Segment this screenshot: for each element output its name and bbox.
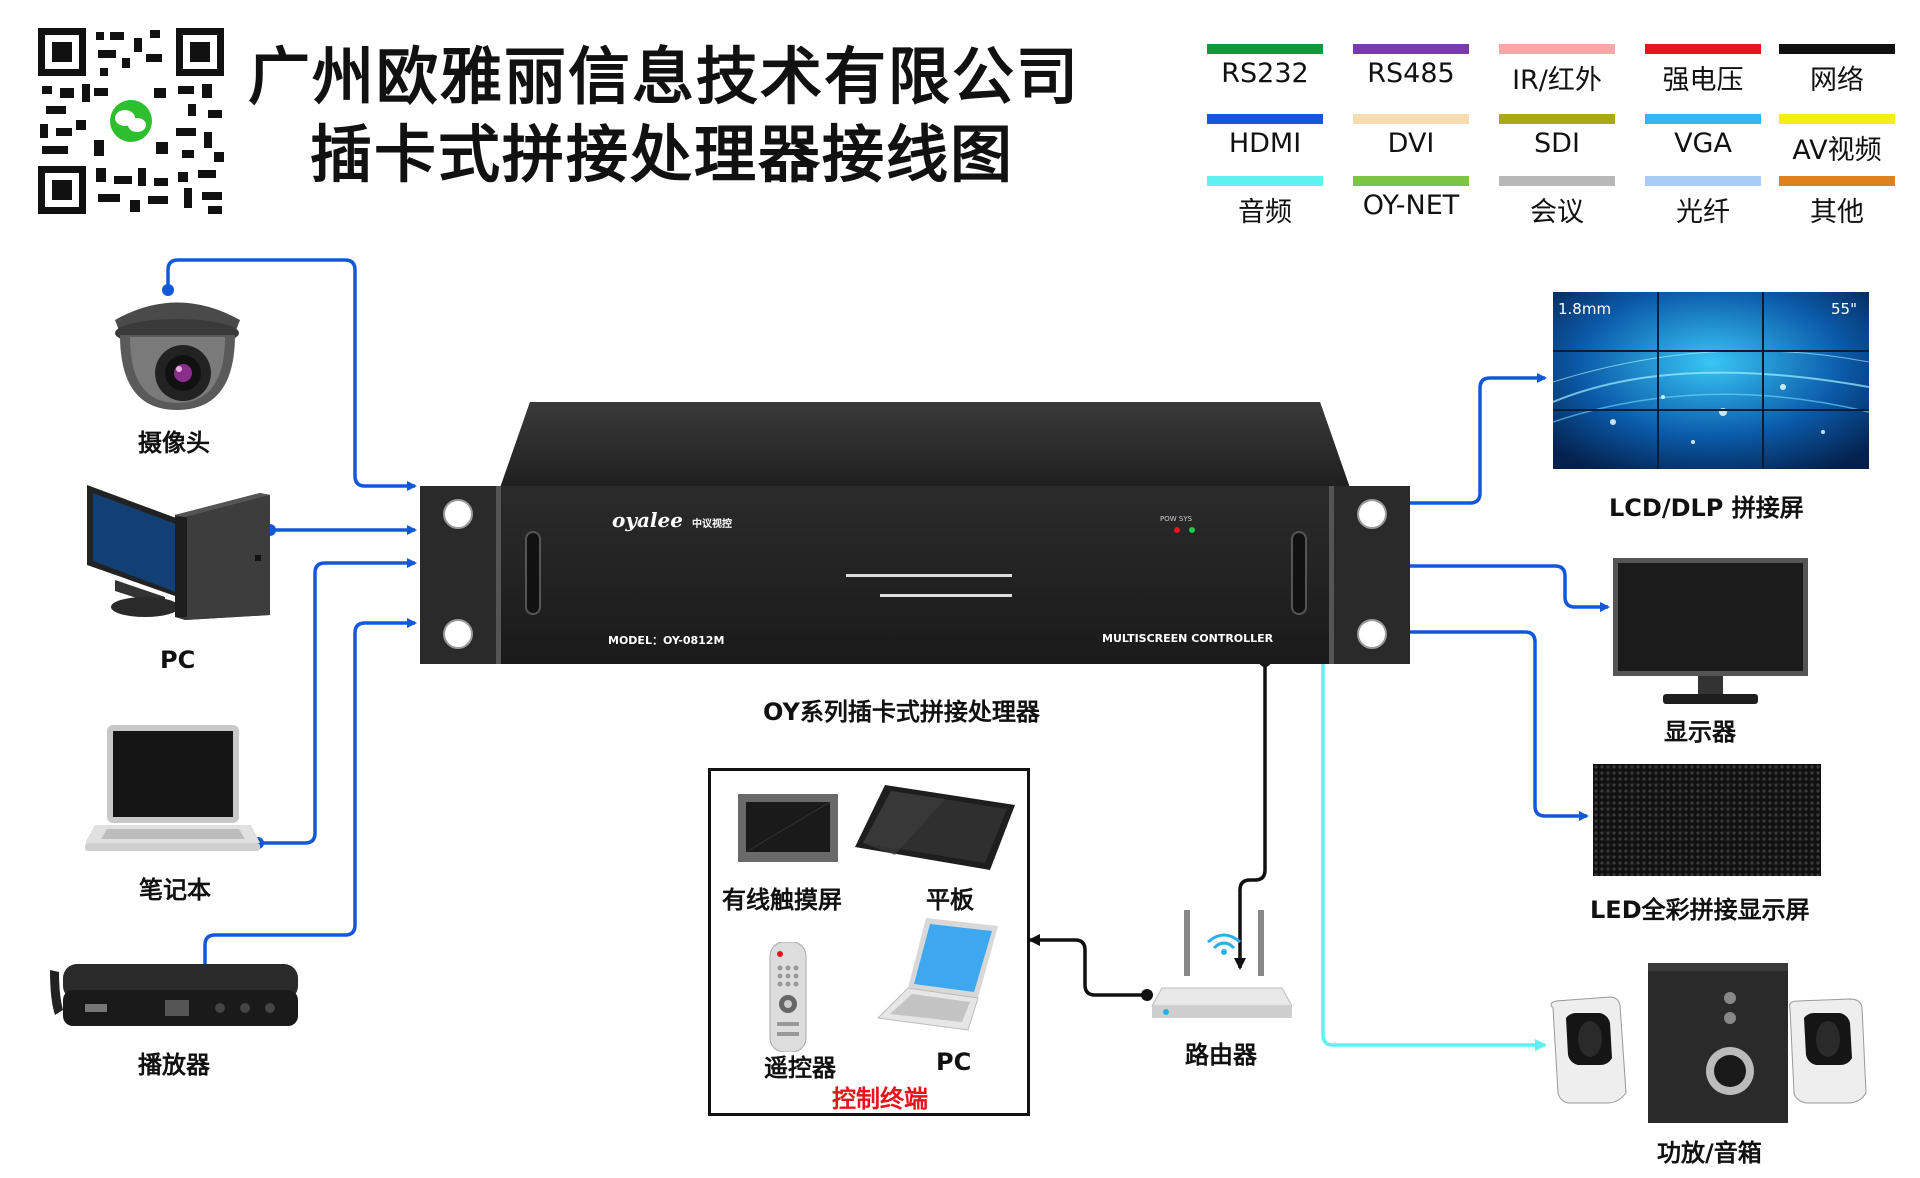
wire-router-control: [1028, 934, 1147, 997]
label-router: 路由器: [1185, 1041, 1257, 1069]
label-tablet: 平板: [926, 886, 974, 914]
processor-caption: OY系列插卡式拼接处理器: [763, 698, 1040, 726]
wire-camera: [166, 258, 417, 491]
legend: RS232 RS485 IR/红外 强电压 网络 HDMI DVI SDI VG…: [0, 0, 1920, 230]
wire-monitor: [1398, 564, 1610, 612]
tablet-icon: [855, 785, 1020, 870]
monitor-icon: [1613, 558, 1808, 708]
pc-icon: [85, 485, 275, 620]
legend-item: 光纤: [1644, 176, 1762, 229]
laptop-icon: [85, 725, 260, 860]
remote-control-icon: [768, 942, 808, 1052]
legend-item: 会议: [1498, 176, 1616, 229]
legend-item: VGA: [1644, 114, 1762, 159]
label-remote: 遥控器: [764, 1054, 836, 1082]
label-control-pc: PC: [936, 1048, 972, 1076]
processor-type: MULTISCREEN CONTROLLER: [1102, 632, 1274, 645]
led-display-icon: [1593, 764, 1821, 876]
wire-led: [1398, 630, 1589, 821]
processor-brand-cn: 中议视控: [692, 519, 732, 530]
label-videowall: LCD/DLP 拼接屏: [1609, 494, 1804, 522]
legend-item: AV视频: [1778, 114, 1896, 167]
label-speakers: 功放/音箱: [1657, 1139, 1762, 1167]
wire-network-router: [1234, 661, 1267, 970]
speakers-icon: [1548, 963, 1868, 1123]
touchscreen-icon: [738, 794, 838, 862]
legend-item: HDMI: [1206, 114, 1324, 159]
label-camera: 摄像头: [138, 429, 210, 457]
legend-item: DVI: [1352, 114, 1470, 159]
label-led: LED全彩拼接显示屏: [1590, 896, 1810, 924]
legend-item: 音频: [1206, 176, 1324, 229]
label-player: 播放器: [138, 1051, 210, 1079]
videowall-size-label: 55": [1831, 300, 1857, 318]
control-pc-icon: [878, 918, 998, 1036]
legend-item: IR/红外: [1498, 44, 1616, 97]
control-terminal-title: 控制终端: [832, 1085, 928, 1113]
splicing-processor: [420, 402, 1410, 664]
processor-brand: oyalee: [612, 508, 683, 532]
videowall-bezel-label: 1.8mm: [1558, 300, 1612, 318]
legend-item: 强电压: [1644, 44, 1762, 97]
videowall-icon: [1553, 292, 1869, 469]
legend-item: 网络: [1778, 44, 1896, 97]
control-terminal-box: [708, 768, 1030, 1116]
label-pc: PC: [160, 646, 196, 674]
camera-icon: [105, 285, 250, 415]
legend-item: 其他: [1778, 176, 1896, 229]
page-title-company: 广州欧雅丽信息技术有限公司: [248, 40, 1081, 113]
processor-model: MODEL：OY-0812M: [608, 634, 725, 647]
wire-audio: [1321, 657, 1547, 1051]
wire-player: [203, 618, 417, 1000]
legend-item: RS485: [1352, 44, 1470, 89]
wire-videowall: [1398, 373, 1547, 505]
legend-item: OY-NET: [1352, 176, 1470, 221]
legend-item: SDI: [1498, 114, 1616, 159]
page-title-diagram: 插卡式拼接处理器接线图: [310, 118, 1015, 191]
media-player-icon: [45, 960, 300, 1030]
router-icon: [1152, 910, 1292, 1020]
label-laptop: 笔记本: [139, 876, 211, 904]
qr-code: [38, 28, 224, 214]
label-monitor: 显示器: [1664, 718, 1736, 746]
legend-item: RS232: [1206, 44, 1324, 89]
wire-laptop: [258, 558, 417, 845]
label-touchscreen: 有线触摸屏: [722, 886, 842, 914]
processor-status-leds: POW SYS: [1160, 515, 1193, 523]
